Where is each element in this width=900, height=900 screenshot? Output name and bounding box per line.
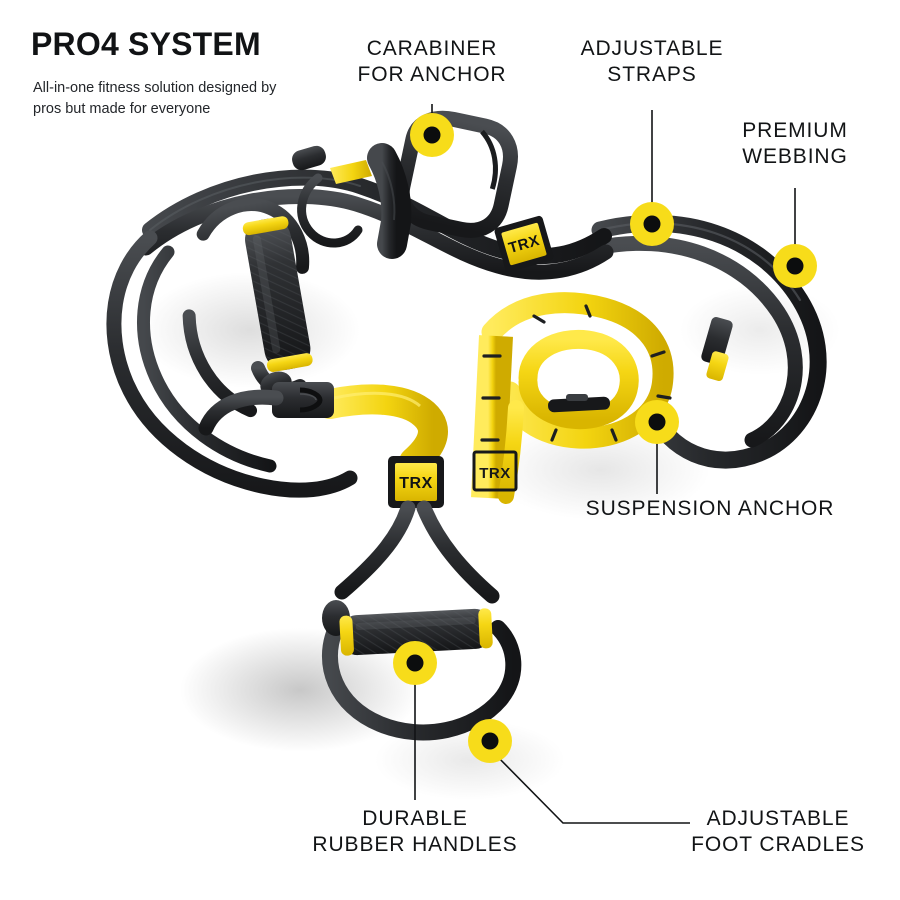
trx-badge-cradle: TRX [472,450,518,492]
strap-buckle [272,382,334,418]
trx-badge-lower: TRX [388,456,444,508]
callout-label-anchor: SUSPENSION ANCHOR [585,497,835,520]
marker-handles [393,641,437,685]
carabiner-webbing [367,143,412,259]
callout-label-webbing: PREMIUM WEBBING [742,119,848,168]
yellow-tab-small [330,160,372,184]
marker-carabiner [410,113,454,157]
lower-handle-assembly [321,500,522,741]
callout-markers [393,113,817,763]
cradle-tick-marks [480,304,672,442]
callout-label-cradles: ADJUSTABLE FOOT CRADLES [691,807,865,856]
marker-cradles [468,719,512,763]
left-strap-loop [106,230,358,498]
yellow-main-strap [315,384,448,477]
page-title: PRO4 SYSTEM [31,26,261,62]
svg-text:TRX: TRX [399,475,433,492]
cord-end-cap [292,145,326,171]
callout-label-straps: ADJUSTABLE STRAPS [580,37,724,86]
lower-rubber-handle [339,608,493,656]
thin-strap-loop [297,173,363,248]
strap-adjuster-right [701,317,733,381]
trx-badge-upper: TRX [494,215,554,273]
marker-straps [630,202,674,246]
callout-label-handles: DURABLE RUBBER HANDLES [312,807,518,856]
marker-webbing [773,244,817,288]
leader-line-cradles [489,748,690,824]
svg-text:TRX: TRX [479,465,511,482]
callout-label-carabiner: CARABINER FOR ANCHOR [357,37,507,86]
lower-left-strap [198,389,284,436]
page-subtitle: All-in-one fitness solution designed by … [33,80,277,117]
cradle-clip [548,394,611,413]
marker-anchor [635,400,679,444]
